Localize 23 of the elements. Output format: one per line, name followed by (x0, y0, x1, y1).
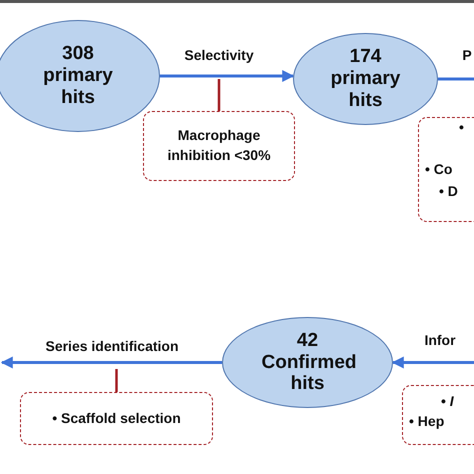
edge-label: Infor (422, 332, 458, 348)
edge-label: P (460, 47, 474, 63)
connector-line (218, 79, 220, 111)
edge-label: Selectivity (182, 47, 256, 63)
note-text: • (459, 118, 464, 137)
edge-label: Series identification (43, 338, 181, 354)
node-label: 42 Confirmed hits (262, 330, 354, 396)
dashed-note-box (402, 385, 474, 445)
arrow (160, 70, 294, 82)
note-text: Macrophage inhibition <30% (166, 126, 272, 165)
dashed-note-box (20, 392, 213, 445)
note-text: • D (439, 182, 458, 201)
dashed-note-box (418, 117, 474, 222)
dashed-note-box (143, 111, 295, 181)
note-text: • Scaffold selection (52, 408, 181, 428)
connector-line (115, 369, 118, 392)
note-text: • I (441, 392, 454, 411)
arrow (392, 356, 474, 368)
arrow (0, 356, 222, 368)
node-label: 308 primary hits (42, 43, 114, 109)
node-label: 174 primary hits (330, 46, 402, 112)
note-text: • Hep (409, 412, 444, 431)
note-text: • Co (425, 160, 452, 179)
